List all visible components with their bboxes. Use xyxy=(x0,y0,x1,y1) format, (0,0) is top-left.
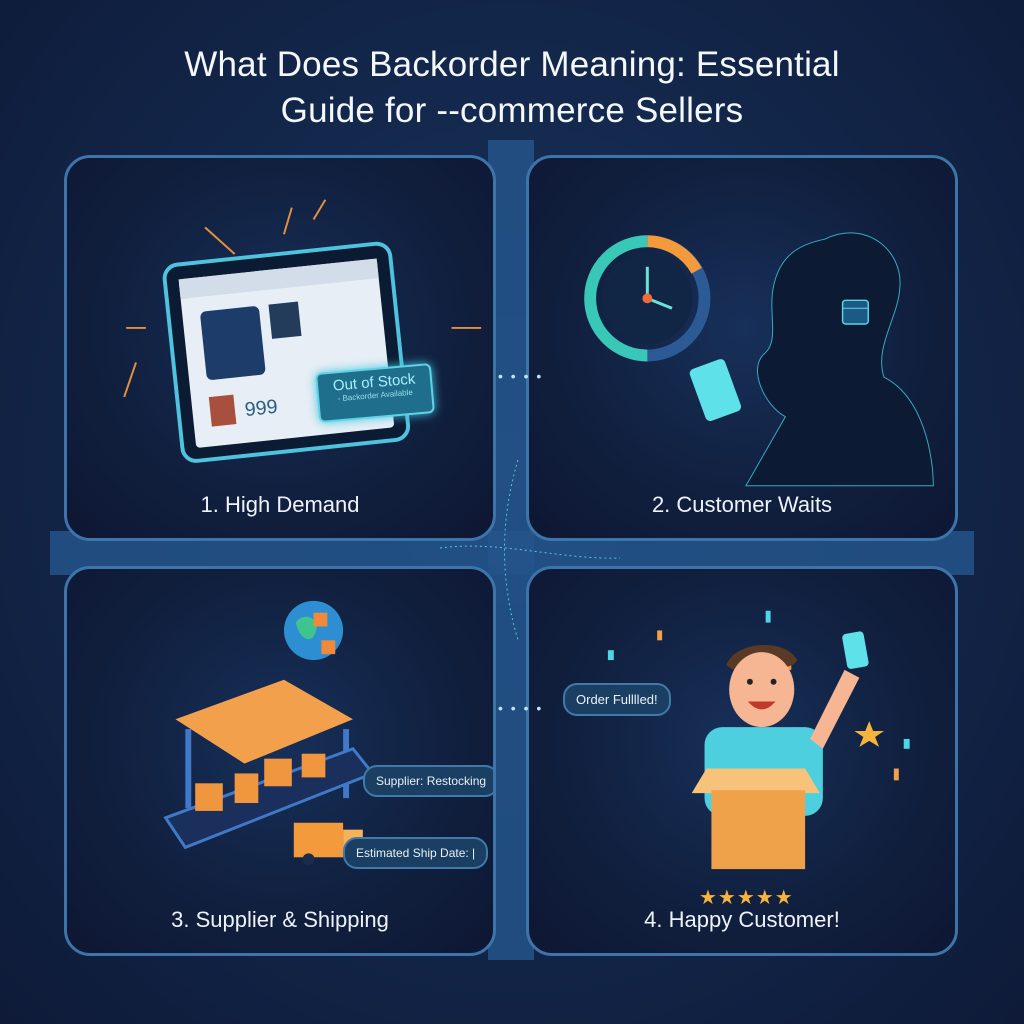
globe-icon xyxy=(283,600,344,661)
price-text: 999 xyxy=(244,396,279,421)
phone-icon xyxy=(842,631,869,669)
panel-high-demand: 999 Out of Stock - Backorder Available 1… xyxy=(64,155,496,541)
tablet-storefront-illustration: 999 xyxy=(123,199,482,463)
star-icon xyxy=(854,721,884,747)
five-star-rating: ★★★★★ xyxy=(699,887,794,909)
panel-1-caption: 1. High Demand xyxy=(200,492,360,517)
calendar-icon xyxy=(841,299,869,325)
phone-icon xyxy=(689,359,742,422)
panel-happy-customer: Order Fulllled! ★★★★★ 4. Happy Customer! xyxy=(526,566,958,956)
happy-customer-illustration xyxy=(607,610,910,870)
delivery-truck-icon xyxy=(293,822,363,866)
customer-waiting-illustration xyxy=(584,232,934,487)
open-box-icon xyxy=(691,768,820,870)
page-title: What Does Backorder Meaning: Essential G… xyxy=(0,42,1024,134)
panel-3-caption: 3. Supplier & Shipping xyxy=(171,907,389,932)
panel-2-caption: 2. Customer Waits xyxy=(651,492,833,517)
supplier-restocking-bubble: Supplier: Restocking xyxy=(363,765,493,797)
clock-icon xyxy=(584,235,711,362)
connector-dots-bottom: • • • • xyxy=(498,700,544,716)
estimated-ship-date-bubble: Estimated Ship Date: | xyxy=(343,837,489,869)
order-fulfilled-bubble: Order Fulllled! xyxy=(563,683,671,716)
title-line-1: What Does Backorder Meaning: Essential xyxy=(184,45,840,84)
panel-customer-waits: 2. Customer Waits xyxy=(526,155,958,541)
panel-supplier-shipping: Supplier: Restocking Estimated Ship Date… xyxy=(64,566,496,956)
connector-dots-top: • • • • xyxy=(498,368,544,384)
title-line-2: Guide for --commerce Sellers xyxy=(280,91,744,130)
panel-4-caption: 4. Happy Customer! xyxy=(644,907,840,932)
out-of-stock-badge: Out of Stock - Backorder Available xyxy=(315,363,435,423)
